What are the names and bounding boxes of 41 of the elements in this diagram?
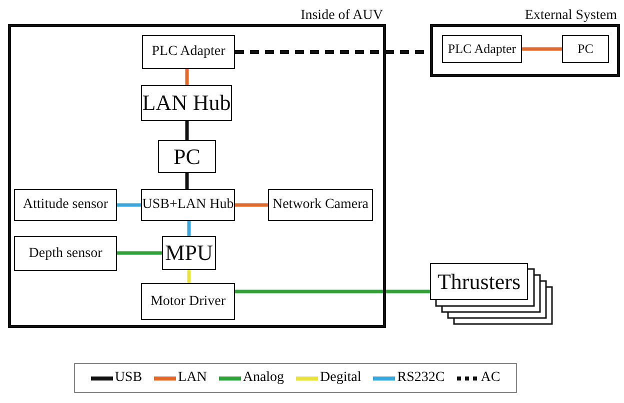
component-box	[562, 35, 609, 63]
component-label: USB+LAN Hub	[142, 197, 234, 213]
component-box	[268, 189, 373, 221]
legend-label: Degital	[320, 370, 362, 386]
component-label: Thrusters	[437, 268, 521, 294]
component-box	[142, 35, 235, 69]
component-label: Motor Driver	[150, 294, 226, 310]
component-label: PC	[174, 144, 200, 170]
connector-line	[117, 203, 141, 207]
component-box	[158, 140, 216, 173]
component-label: PLC Adapter	[152, 44, 226, 60]
component-label: Attitude sensor	[22, 197, 108, 213]
component-box	[141, 189, 235, 221]
component-box	[442, 35, 522, 63]
component-box	[14, 189, 117, 221]
connector-line	[522, 47, 562, 51]
group-heading: Inside of AUV	[300, 8, 383, 24]
connector-line	[185, 121, 189, 140]
connector-line	[235, 203, 268, 207]
component-label: Network Camera	[272, 197, 369, 213]
connector-line	[187, 270, 191, 283]
component-box	[14, 236, 117, 271]
connector-line	[117, 251, 162, 255]
legend-label: Analog	[242, 370, 284, 386]
component-label: PLC Adapter	[448, 41, 516, 57]
component-label: Depth sensor	[28, 246, 102, 262]
legend-label: USB	[114, 370, 142, 386]
component-label: PC	[578, 41, 594, 57]
component-box	[141, 283, 235, 320]
connector-line	[235, 290, 430, 294]
group-heading: External System	[524, 8, 617, 24]
connector-line	[187, 221, 191, 236]
legend-label: AC	[480, 370, 500, 386]
legend-label: LAN	[178, 370, 207, 386]
connector-line	[185, 69, 189, 85]
component-box	[141, 85, 232, 121]
legend-label: RS232C	[397, 370, 445, 386]
component-box	[430, 263, 528, 300]
connector-line	[185, 173, 189, 189]
component-label: MPU	[165, 240, 213, 266]
component-label: LAN Hub	[142, 90, 231, 116]
